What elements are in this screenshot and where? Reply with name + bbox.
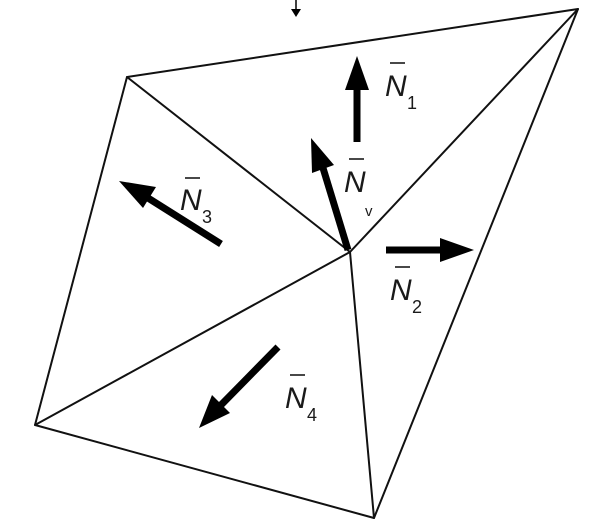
- edge-to-top-left: [126, 76, 351, 253]
- label-n3: N 3: [180, 177, 212, 227]
- label-nv: N v: [344, 158, 373, 220]
- top-edge-arrow: [291, 0, 301, 17]
- label-nv-subscript: v: [365, 203, 373, 220]
- label-n1-subscript: 1: [407, 93, 417, 113]
- label-n2: N 2: [390, 266, 422, 317]
- label-n2-letter: N: [390, 274, 412, 307]
- face-4: [35, 252, 374, 518]
- label-n1: N 1: [385, 62, 417, 113]
- face-1: [127, 9, 578, 252]
- mesh-faces: [35, 9, 578, 518]
- label-n1-letter: N: [385, 70, 407, 103]
- normal-arrow-nv: [311, 138, 352, 252]
- edge-to-left: [34, 251, 351, 426]
- edge-to-bottom: [349, 251, 375, 519]
- label-n4: N 4: [285, 374, 317, 425]
- label-n3-subscript: 3: [202, 207, 212, 227]
- label-n4-subscript: 4: [307, 405, 317, 425]
- label-n2-subscript: 2: [412, 297, 422, 317]
- normal-arrow-n3: [119, 181, 223, 247]
- label-nv-letter: N: [344, 166, 366, 199]
- face-2: [350, 9, 578, 518]
- normal-arrow-n1: [345, 56, 369, 142]
- label-n3-letter: N: [180, 184, 202, 217]
- mesh-edges: [34, 8, 579, 519]
- normal-arrow-n2: [386, 238, 474, 262]
- label-n4-letter: N: [285, 382, 307, 415]
- normal-arrow-n4: [199, 344, 281, 428]
- face-3: [35, 77, 350, 425]
- edge-to-top-right: [349, 8, 579, 253]
